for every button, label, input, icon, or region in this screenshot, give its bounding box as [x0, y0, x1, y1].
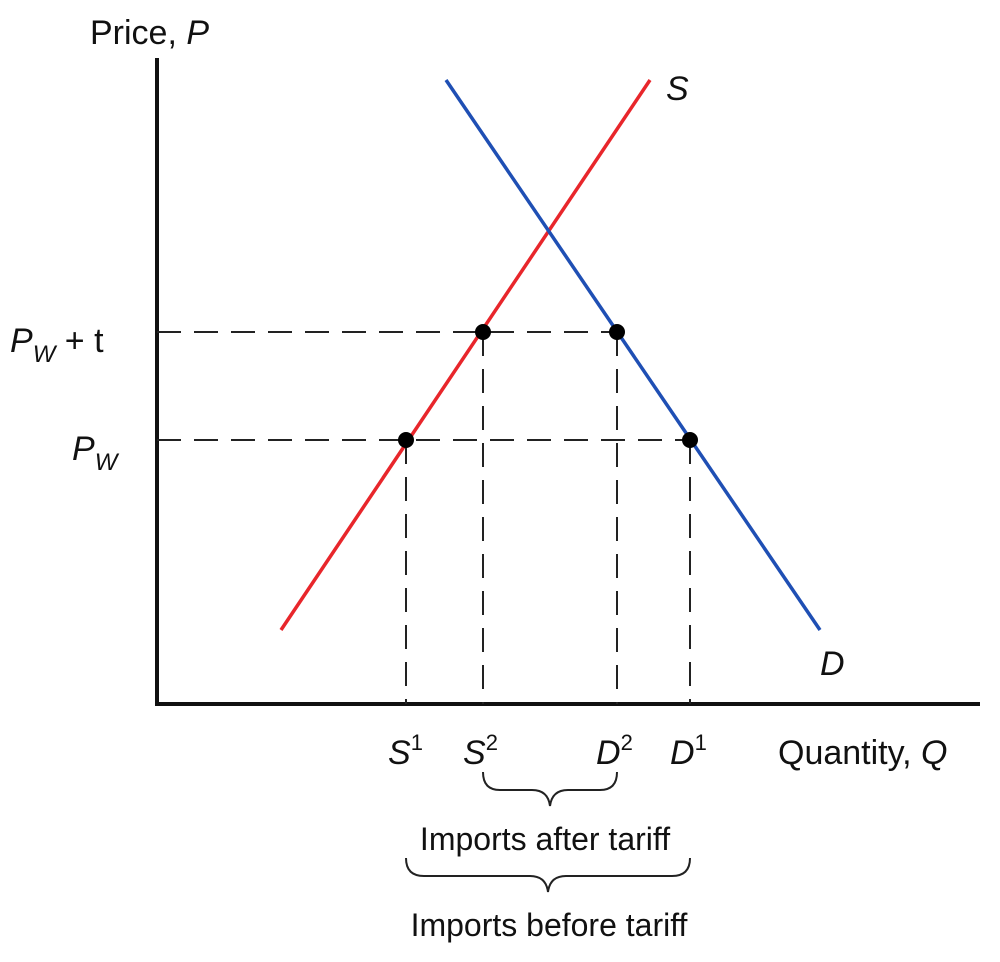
tick-s2: S2 — [463, 730, 498, 772]
supply-curve — [279, 79, 652, 631]
x-axis-label: Quantity, Q — [778, 734, 947, 772]
imports-after-label: Imports after tariff — [420, 821, 670, 857]
imports-before-label: Imports before tariff — [411, 907, 688, 943]
y-axis-label: Price, P — [90, 14, 209, 52]
world-price-label: PW — [72, 430, 120, 476]
imports-before-brace — [405, 857, 691, 893]
tariff-price-label: PW + t — [10, 322, 104, 368]
demand-label: D — [820, 645, 845, 683]
supply-label: S — [666, 70, 689, 108]
demand-curve — [444, 79, 822, 631]
imports-after-brace — [482, 771, 618, 807]
point-s2 — [475, 324, 491, 340]
point-s1 — [398, 432, 414, 448]
tick-s1: S1 — [388, 730, 423, 772]
point-d2 — [609, 324, 625, 340]
tick-d2: D2 — [596, 730, 633, 772]
point-d1 — [682, 432, 698, 448]
tick-d1: D1 — [670, 730, 707, 772]
